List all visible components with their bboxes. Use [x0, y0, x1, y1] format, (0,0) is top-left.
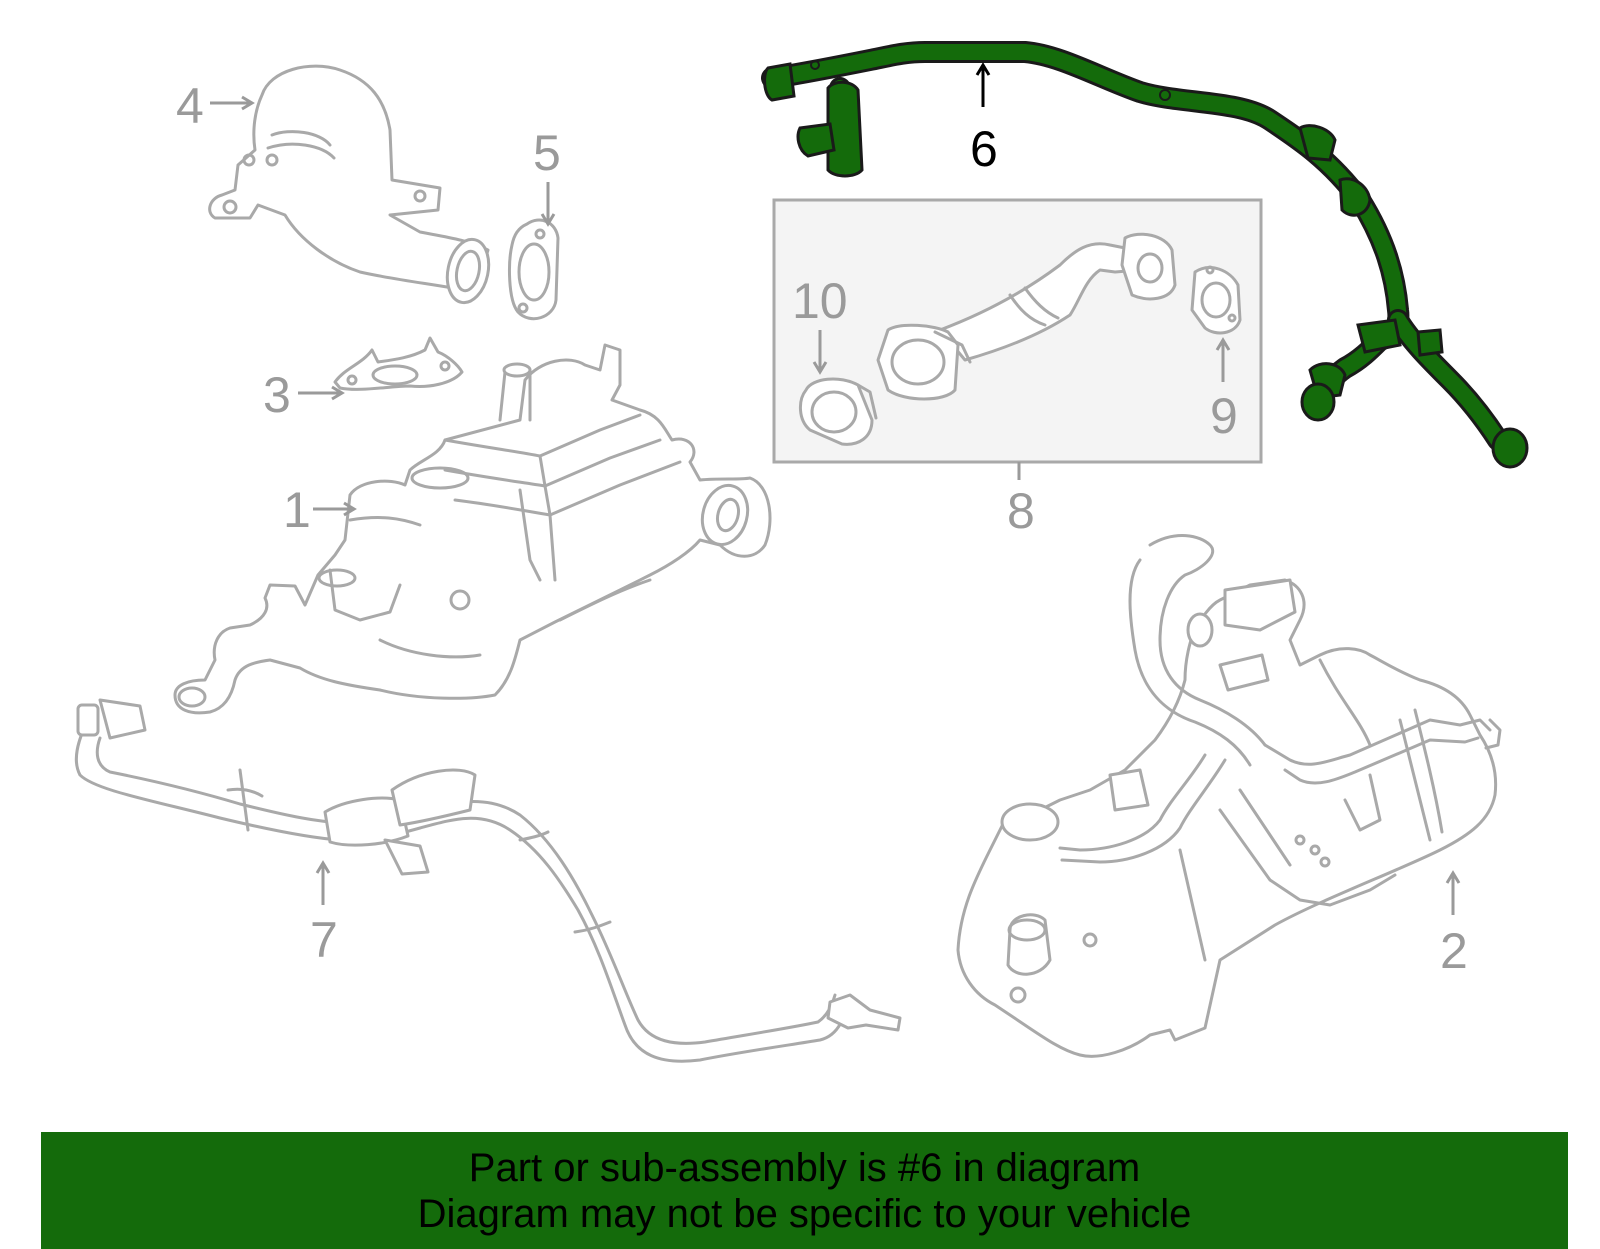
- callout-8: 8: [1007, 462, 1035, 539]
- callout-9: 9: [1210, 337, 1238, 444]
- callout-6: 6: [970, 62, 998, 177]
- callout-10: 10: [792, 273, 848, 375]
- part-6-coolant-pipe[interactable]: [761, 41, 1529, 469]
- callout-number: 10: [792, 273, 848, 329]
- callout-number: 9: [1210, 388, 1238, 444]
- callout-number: 1: [283, 482, 311, 538]
- info-banner: Part or sub-assembly is #6 in diagram Di…: [41, 1132, 1568, 1249]
- part-5-gasket[interactable]: [508, 218, 560, 321]
- callout-number: 8: [1007, 483, 1035, 539]
- part-9-gasket[interactable]: [1190, 265, 1242, 335]
- banner-disclaimer-text: Diagram may not be specific to your vehi…: [417, 1191, 1192, 1236]
- callout-1: 1: [283, 482, 357, 538]
- part-3-gasket[interactable]: [333, 336, 464, 391]
- callout-3: 3: [263, 367, 345, 423]
- part-1-egr-cooler[interactable]: [173, 343, 772, 715]
- callout-4: 4: [176, 78, 255, 134]
- callout-number: 3: [263, 367, 291, 423]
- callout-number: 7: [310, 912, 338, 968]
- part-8-pipe[interactable]: [876, 232, 1177, 401]
- part-10-gasket[interactable]: [799, 377, 878, 446]
- part-7-coolant-hose[interactable]: [74, 698, 902, 1063]
- part-4-elbow-pipe[interactable]: [208, 64, 495, 306]
- callout-2: 2: [1440, 870, 1468, 979]
- callout-number: 2: [1440, 923, 1468, 979]
- parts-diagram: 4 5 3 1 6 10 9 8 7 2: [74, 41, 1529, 1063]
- callout-7: 7: [310, 860, 338, 968]
- callout-number: 4: [176, 78, 204, 134]
- part-8-kit-box[interactable]: [772, 198, 1263, 464]
- banner-part-text: Part or sub-assembly is #6 in diagram: [468, 1145, 1141, 1190]
- callout-number: 6: [970, 121, 998, 177]
- part-2-egr-cooler[interactable]: [956, 534, 1502, 1058]
- callout-5: 5: [533, 125, 561, 227]
- callout-number: 5: [533, 125, 561, 181]
